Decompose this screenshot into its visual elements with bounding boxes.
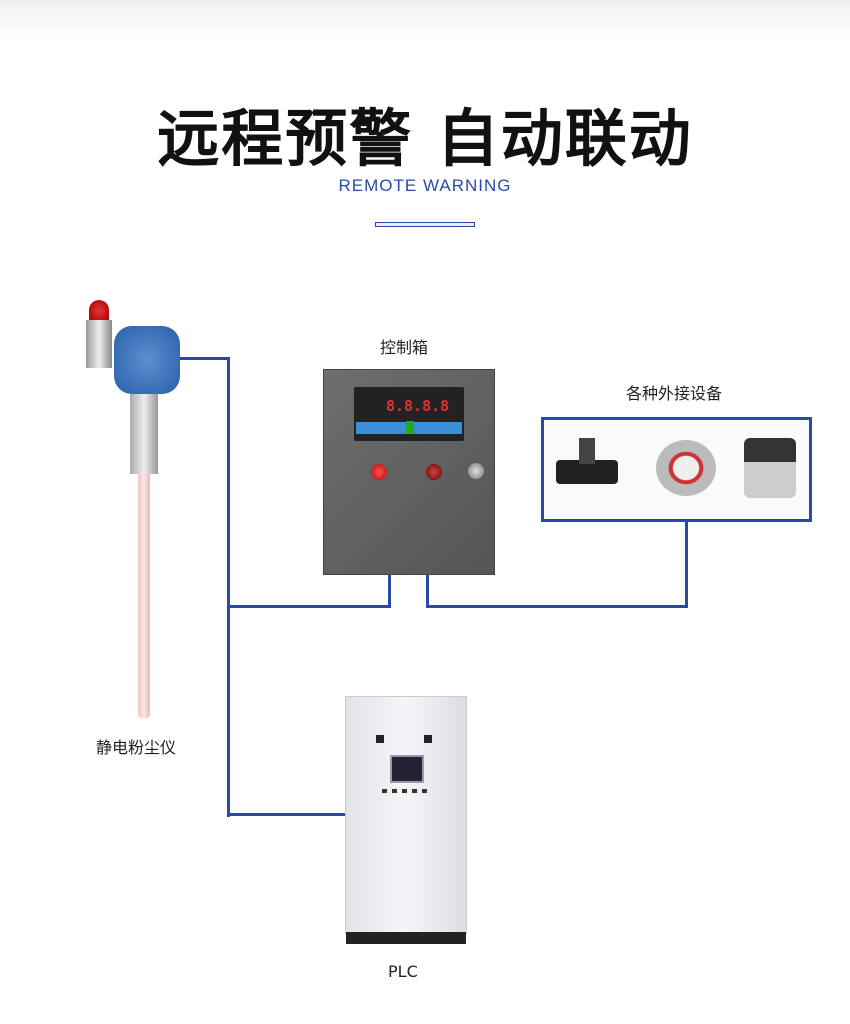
key-switch bbox=[468, 463, 484, 479]
page-subtitle: REMOTE WARNING bbox=[338, 176, 512, 195]
plc-label: PLC bbox=[388, 962, 418, 981]
solenoid-valve-icon bbox=[744, 438, 796, 498]
display-reading: 8.8.8.8 bbox=[386, 397, 450, 415]
emergency-stop bbox=[426, 464, 442, 480]
external-devices-box bbox=[541, 417, 812, 522]
page-title: 远程预警 自动联动 bbox=[157, 102, 693, 175]
plc-cabinet bbox=[345, 696, 467, 934]
title-divider bbox=[375, 222, 475, 227]
red-button bbox=[371, 464, 387, 480]
valve-icon bbox=[556, 460, 618, 484]
fan-icon bbox=[656, 440, 716, 496]
sensor-label: 静电粉尘仪 bbox=[96, 738, 177, 757]
top-fade bbox=[0, 0, 850, 40]
control-box-label: 控制箱 bbox=[380, 338, 429, 357]
control-display: 8.8.8.8 bbox=[354, 387, 464, 441]
plc-base bbox=[346, 932, 466, 944]
control-box: 8.8.8.8 bbox=[323, 369, 495, 575]
external-devices-label: 各种外接设备 bbox=[626, 384, 723, 403]
